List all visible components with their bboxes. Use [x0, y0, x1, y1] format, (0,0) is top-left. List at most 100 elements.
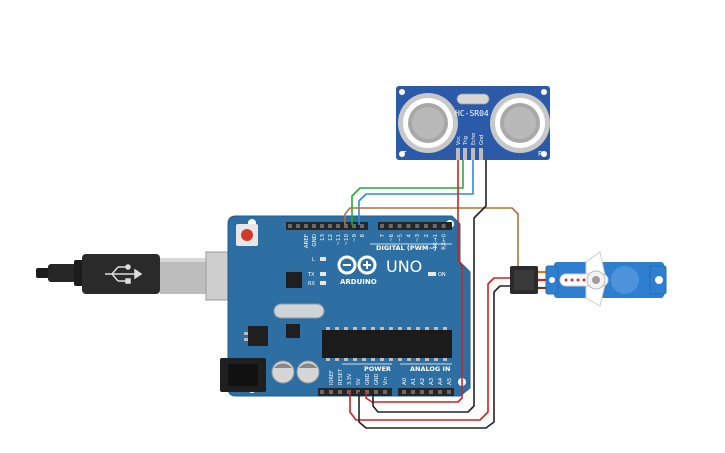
digital-header-hole[interactable] [288, 224, 292, 228]
power-header-hole[interactable] [356, 390, 360, 394]
digital-header-hole[interactable] [388, 224, 393, 228]
transducer-left [398, 93, 458, 153]
arduino-logo [337, 255, 377, 275]
digital-pin-label: ~9 [352, 234, 358, 243]
digital-header-hole[interactable] [360, 224, 364, 228]
digital-pin-label: TX→1 [433, 234, 439, 250]
power-header-hole[interactable] [338, 390, 342, 394]
microcontroller-chip [322, 327, 452, 361]
led-tx: TX [307, 272, 326, 278]
crystal [273, 303, 325, 319]
power-pin-label: GND [374, 373, 380, 385]
digital-header-left [286, 222, 368, 230]
digital-pin-label: ~11 [336, 234, 342, 246]
analog-header-hole[interactable] [402, 390, 406, 394]
led-on-label: ON [438, 272, 446, 278]
power-header-hole[interactable] [383, 390, 387, 394]
transducer-right [490, 93, 550, 153]
digital-header-hole[interactable] [320, 224, 324, 228]
digital-pin-label: 13 [320, 234, 326, 241]
analog-header-hole[interactable] [429, 390, 433, 394]
wire-sensor-gnd [372, 160, 487, 413]
digital-header-hole[interactable] [397, 224, 402, 228]
power-pin-label: 5V [356, 378, 362, 385]
digital-header-hole[interactable] [304, 224, 308, 228]
digital-pin-label: 7 [380, 234, 386, 238]
analog-pin-label: A5 [447, 377, 453, 385]
led-rx-label: RX [308, 281, 315, 287]
digital-header-hole[interactable] [296, 224, 300, 228]
digital-pin-label: ~6 [389, 234, 395, 243]
reset-button[interactable] [236, 224, 258, 246]
sensor-pin[interactable] [463, 148, 467, 160]
sensor-pin-label: Echo [471, 133, 477, 145]
digital-label: DIGITAL (PWM~) [376, 244, 437, 252]
analog-pin-label: A0 [402, 377, 408, 385]
digital-header-hole[interactable] [415, 224, 420, 228]
wire-servo-gnd [358, 285, 518, 429]
power-pin-label: RESET [338, 368, 344, 385]
capacitor-2 [296, 360, 320, 384]
power-label: POWER [364, 365, 391, 373]
servo-horn [559, 251, 609, 307]
digital-header-hole[interactable] [336, 224, 340, 228]
analog-label: ANALOG IN [410, 365, 450, 373]
sensor-crystal [456, 93, 490, 105]
digital-header-hole[interactable] [312, 224, 316, 228]
voltage-regulator [244, 326, 268, 346]
power-pin-label: 3.3V [347, 373, 353, 385]
digital-header-hole[interactable] [328, 224, 332, 228]
power-header-hole[interactable] [320, 390, 324, 394]
power-pin-label: GND [365, 373, 371, 385]
digital-pin-label: 2 [424, 234, 430, 238]
sensor-pin[interactable] [479, 148, 483, 160]
wire-trig [351, 160, 464, 225]
capacitor-1 [271, 360, 295, 384]
analog-header-hole[interactable] [438, 390, 442, 394]
digital-header-hole[interactable] [352, 224, 356, 228]
digital-pin-label: 4 [406, 234, 412, 238]
digital-pin-label: 12 [328, 234, 334, 241]
led-rx: RX [308, 281, 326, 287]
sensor-pin-label: Vcc [456, 136, 462, 145]
sensor-pin-label: Gnd [479, 135, 485, 145]
analog-pin-label: A4 [438, 377, 444, 385]
digital-pin-label: ~10 [344, 234, 350, 246]
digital-header-hole[interactable] [344, 224, 348, 228]
sensor-pin[interactable] [471, 148, 475, 160]
digital-pin-label: ~3 [415, 234, 421, 243]
analog-header-hole[interactable] [447, 390, 451, 394]
usb-icon [105, 264, 143, 284]
analog-header-hole[interactable] [411, 390, 415, 394]
analog-pin-label: A2 [420, 378, 426, 385]
sensor-model-label: HC-SR04 [455, 109, 489, 118]
power-pin-label: IOREF [329, 370, 335, 385]
sensor-pin-label: Trig [463, 136, 469, 146]
digital-header-right [378, 222, 452, 230]
digital-pin-label: 8 [360, 234, 366, 238]
digital-header-hole[interactable] [432, 224, 437, 228]
wires [344, 160, 519, 429]
digital-header-hole[interactable] [441, 224, 446, 228]
power-header-hole[interactable] [365, 390, 369, 394]
analog-header-hole[interactable] [420, 390, 424, 394]
digital-header-hole[interactable] [424, 224, 428, 228]
led-on: ON [428, 272, 446, 278]
wire-servo-vcc [349, 277, 518, 421]
wire-servo-signal [344, 207, 519, 271]
arduino-brand-label: ARDUINO [340, 278, 377, 286]
power-header [318, 388, 392, 396]
digital-header-hole[interactable] [406, 224, 411, 228]
wire-echo [358, 160, 474, 225]
sensor-r-mark: R [538, 150, 543, 158]
digital-header-hole[interactable] [380, 224, 384, 228]
servo-motor [545, 251, 667, 307]
power-header-hole[interactable] [329, 390, 333, 394]
sensor-pin[interactable] [456, 148, 460, 160]
power-header-hole[interactable] [347, 390, 351, 394]
power-header-hole[interactable] [374, 390, 378, 394]
led-l-label: L [312, 257, 315, 263]
